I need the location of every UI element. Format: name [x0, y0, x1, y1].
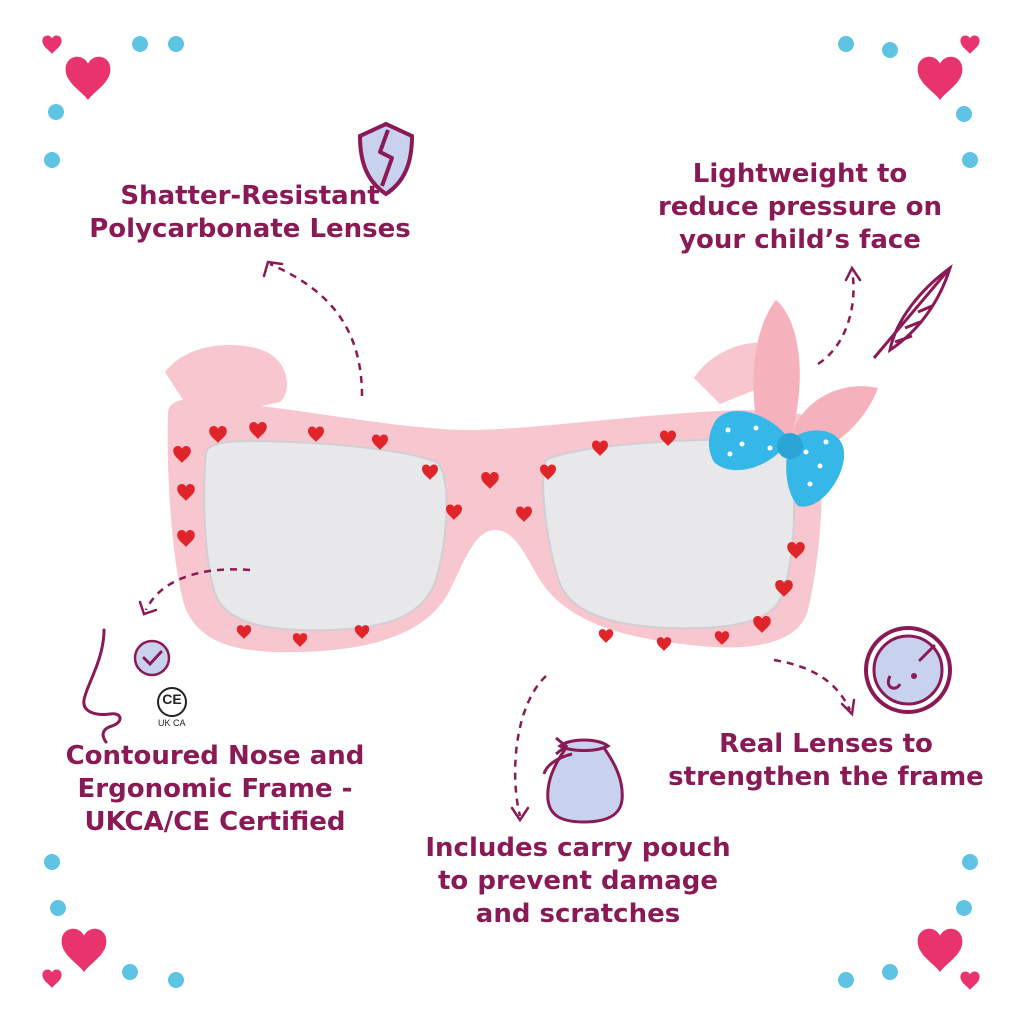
dot	[838, 36, 854, 52]
feather-icon	[872, 264, 953, 359]
heart-icon	[42, 969, 62, 988]
callout-line: strengthen the frame	[668, 762, 984, 792]
bow	[708, 410, 845, 507]
callout-line: to prevent damage	[437, 866, 719, 896]
callout-line: Contoured Nose and	[65, 741, 365, 771]
dot	[882, 964, 898, 980]
dot	[44, 854, 60, 870]
dot	[956, 900, 972, 916]
dot	[122, 964, 138, 980]
glasses-illustration	[165, 300, 878, 653]
heart-icon	[917, 56, 963, 100]
callout-line: Real Lenses to	[719, 729, 933, 759]
dot	[168, 972, 184, 988]
dot	[168, 36, 184, 52]
dot	[132, 36, 148, 52]
callout-line: reduce pressure on	[657, 192, 943, 222]
heart-icon	[917, 928, 963, 972]
lens-disc-icon	[864, 626, 952, 714]
arrow-contoured	[144, 568, 251, 611]
arrow-shatter	[269, 262, 364, 397]
callout-real-lenses: Real Lenses to strengthen the frame	[648, 728, 1004, 794]
callout-line: and scratches	[475, 899, 681, 929]
callout-line: Shatter-Resistant	[120, 181, 380, 211]
dot	[956, 106, 972, 122]
arrow-pouch	[513, 675, 547, 817]
callout-line: UKCA/CE Certified	[84, 807, 346, 837]
heart-icon	[960, 971, 980, 990]
callout-lightweight: Lightweight to reduce pressure on your c…	[630, 158, 970, 257]
ce-mark-label: CE	[162, 691, 182, 707]
dot	[838, 972, 854, 988]
dot	[962, 152, 978, 168]
callout-shatter-resistant: Shatter-Resistant Polycarbonate Lenses	[60, 180, 440, 246]
right-lens	[542, 438, 796, 630]
left-lens	[203, 440, 448, 632]
callout-line: your child’s face	[679, 225, 921, 255]
arrow-lightweight	[817, 269, 855, 366]
callout-arrows	[144, 262, 855, 817]
callout-line: Polycarbonate Lenses	[89, 214, 411, 244]
callout-line: Includes carry pouch	[425, 833, 731, 863]
nose-profile-icon	[82, 628, 122, 744]
heart-icon	[65, 56, 111, 100]
heart-icon	[960, 35, 980, 54]
heart-icon	[42, 35, 62, 54]
dot	[44, 152, 60, 168]
callout-line: Lightweight to	[692, 159, 908, 189]
broken-shield-icon	[357, 121, 415, 197]
dot	[962, 854, 978, 870]
dot	[882, 42, 898, 58]
callout-contoured-nose: Contoured Nose and Ergonomic Frame - UKC…	[40, 740, 390, 839]
ce-mark-icon	[157, 687, 187, 717]
heart-icon	[598, 629, 614, 643]
dot	[50, 900, 66, 916]
heart-icon	[61, 928, 107, 972]
arrow-real-lenses	[773, 658, 852, 711]
drawstring-pouch-icon	[542, 736, 624, 824]
checkmark-badge-icon	[133, 639, 171, 677]
bunny-ear-left	[753, 300, 800, 440]
ukca-mark-label: UK CA	[158, 718, 186, 728]
callout-carry-pouch: Includes carry pouch to prevent damage a…	[400, 832, 756, 931]
callout-line: Ergonomic Frame -	[77, 774, 353, 804]
dot	[48, 104, 64, 120]
